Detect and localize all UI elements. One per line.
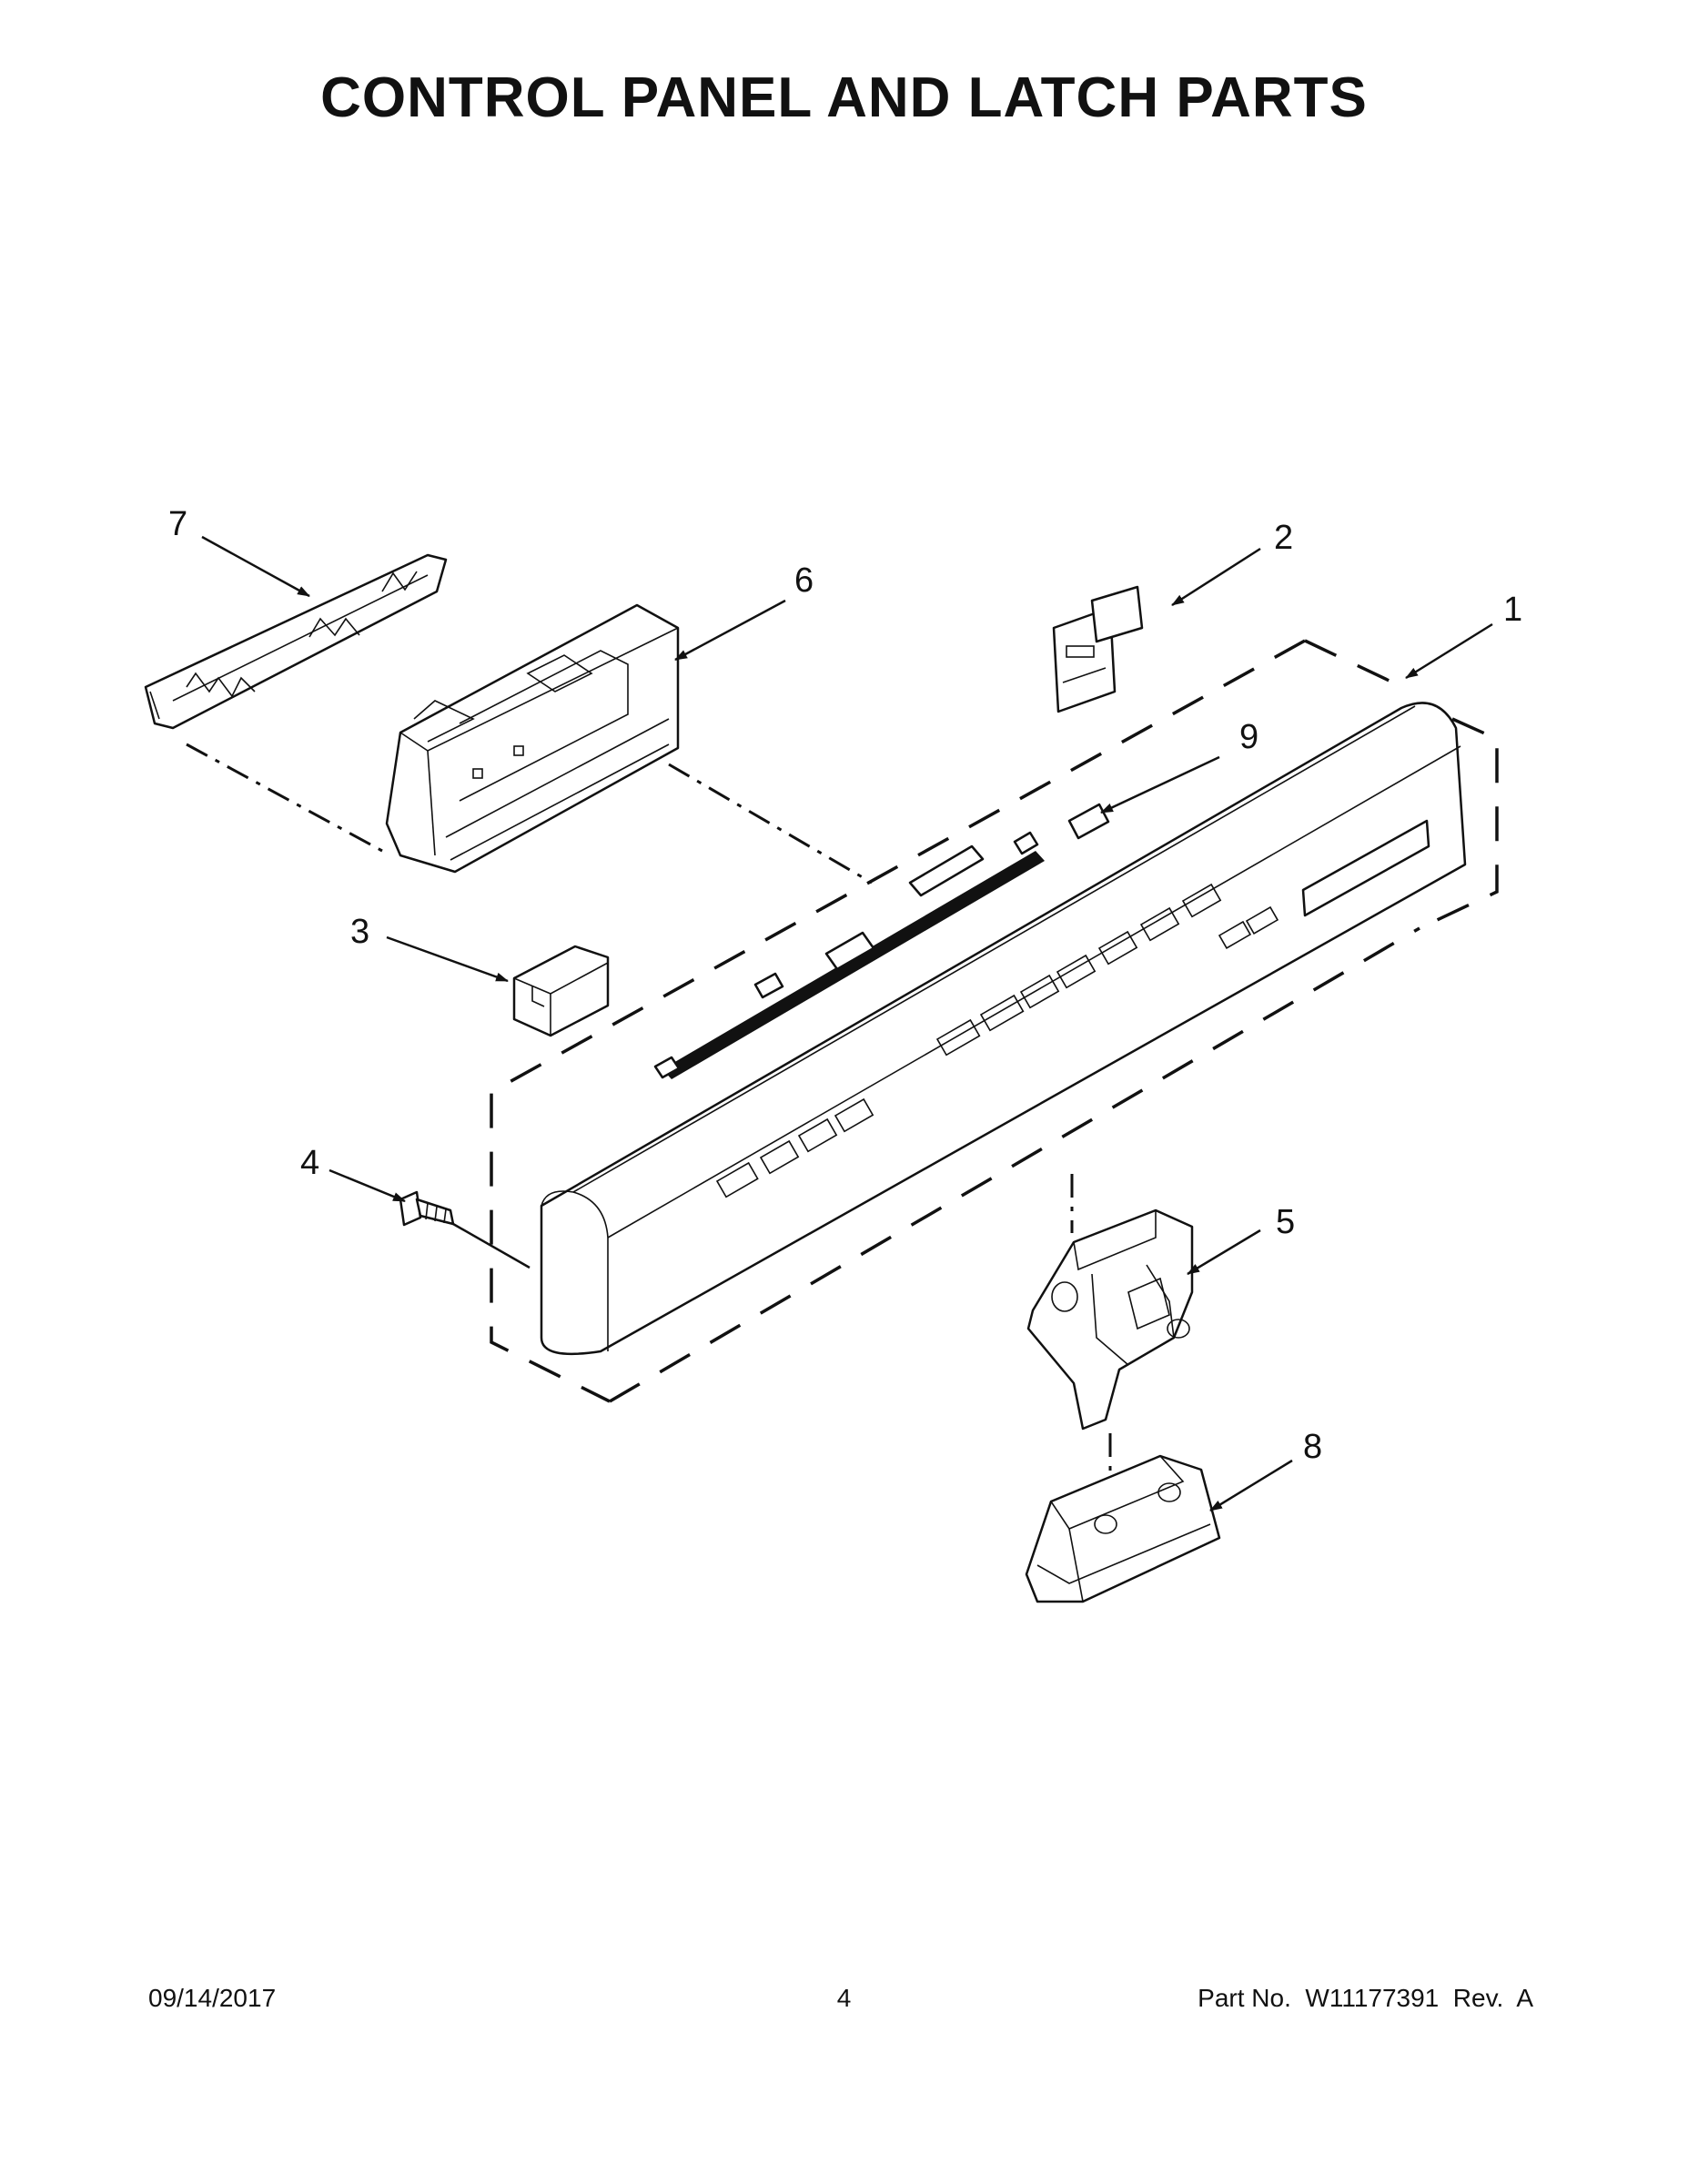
callout-9: 9: [1239, 718, 1258, 756]
footer-page-number: 4: [836, 1984, 852, 2012]
dash-dot-leaders: [186, 743, 1112, 1479]
footer-date: 09/14/2017: [148, 1984, 277, 2012]
callout-2: 2: [1274, 519, 1293, 557]
control-buttons-left: [715, 1097, 874, 1198]
latch-part-5: [1026, 1208, 1194, 1431]
callout-leaders: [201, 535, 1493, 1512]
page-title: CONTROL PANEL AND LATCH PARTS: [320, 66, 1368, 129]
callout-6: 6: [794, 561, 814, 600]
bracket-part-2: [1052, 585, 1144, 713]
callout-8: 8: [1303, 1428, 1322, 1466]
screw-part-4: [399, 1190, 455, 1227]
holder-part-3: [512, 945, 610, 1037]
callout-7: 7: [168, 505, 187, 543]
control-panel-part: [540, 702, 1467, 1356]
footer-part-number: Part No. W11177391 Rev. A: [1198, 1984, 1533, 2012]
callout-5: 5: [1276, 1203, 1295, 1241]
control-module-part-6: [385, 603, 680, 874]
wire-harness-part: [653, 803, 1110, 1079]
assembly-dashed-outline: [490, 639, 1499, 1403]
control-buttons-right: [935, 883, 1279, 1057]
rail-part-7: [144, 553, 448, 730]
latch-cover-part-8: [1025, 1454, 1221, 1603]
callout-3: 3: [350, 913, 369, 951]
callout-4: 4: [300, 1144, 319, 1182]
callout-1: 1: [1503, 591, 1522, 629]
